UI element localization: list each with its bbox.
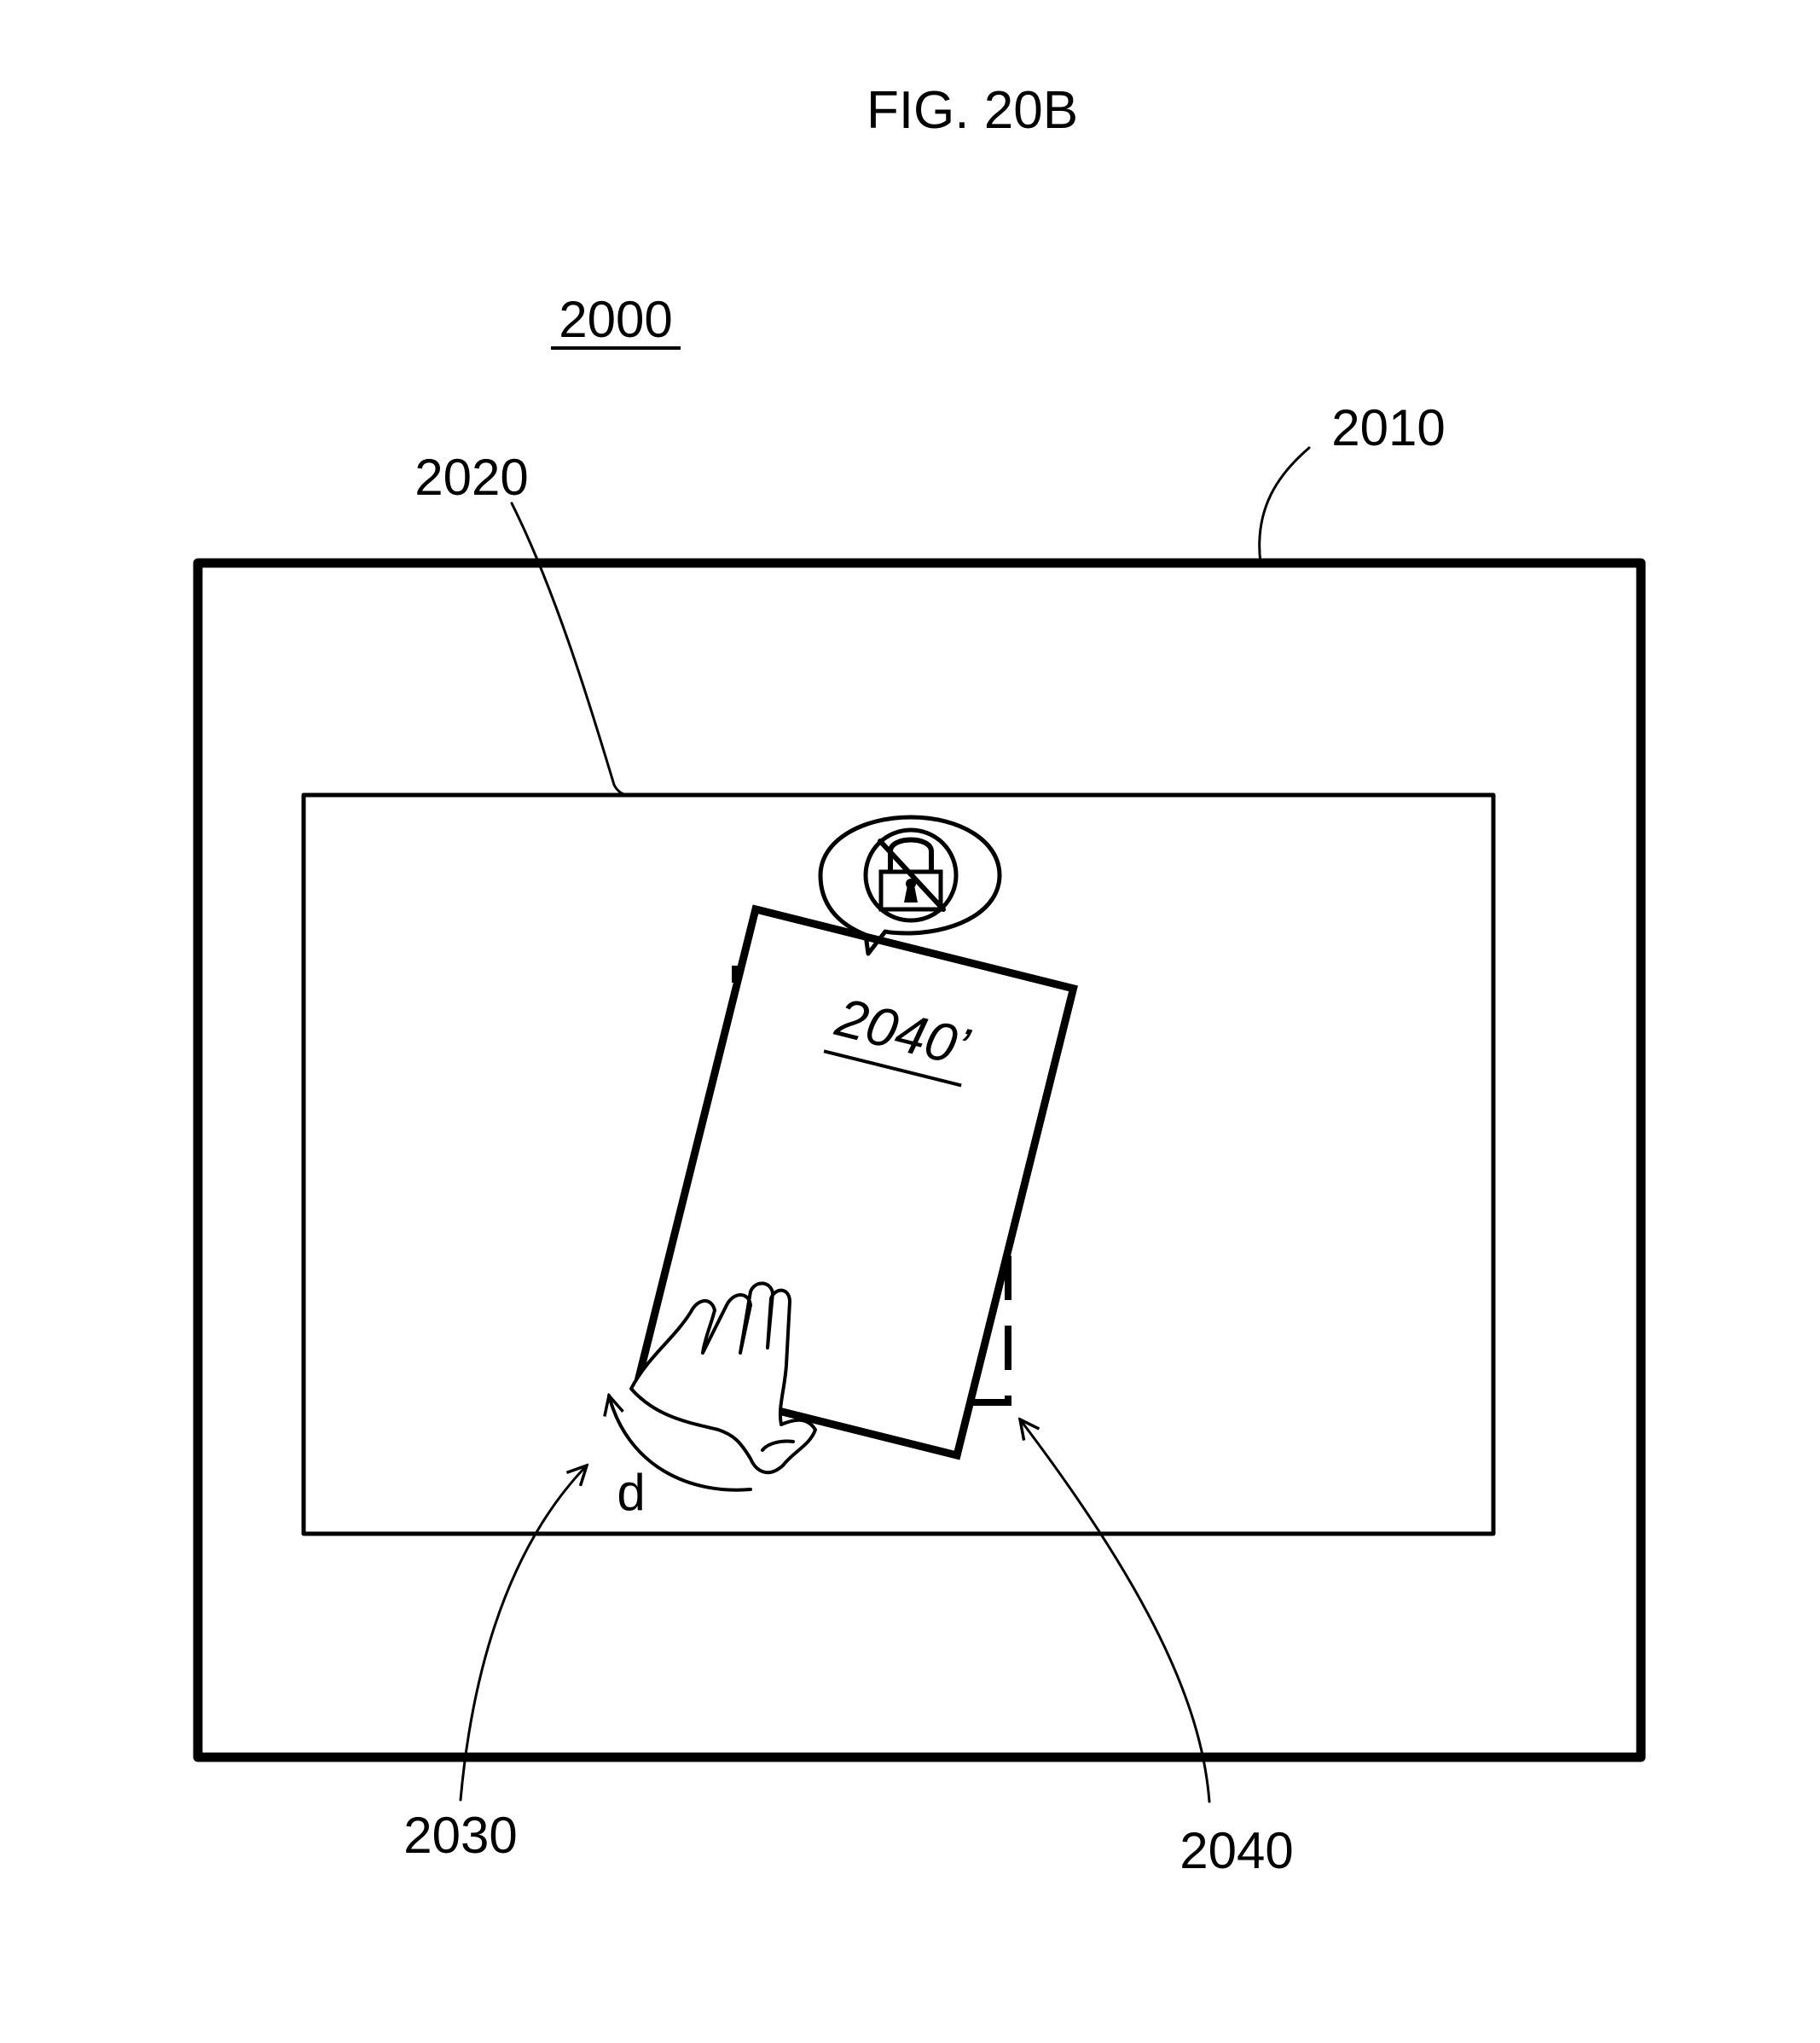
display-area-leader-line: [512, 503, 629, 795]
rotation-label: d: [617, 1464, 645, 1521]
hand-ref-label: 2030: [403, 1807, 517, 1864]
hand-leader-line: [461, 1466, 587, 1800]
original-object-ref-label: 2040: [1180, 1822, 1293, 1879]
system-ref-label: 2000: [559, 291, 672, 348]
outer-frame-ref-label: 2010: [1331, 399, 1445, 456]
outer-frame-leader-line: [1260, 448, 1309, 563]
figure-title: FIG. 20B: [867, 81, 1078, 140]
display-area-ref-label: 2020: [414, 449, 528, 506]
original-object-leader-line: [1020, 1419, 1209, 1802]
